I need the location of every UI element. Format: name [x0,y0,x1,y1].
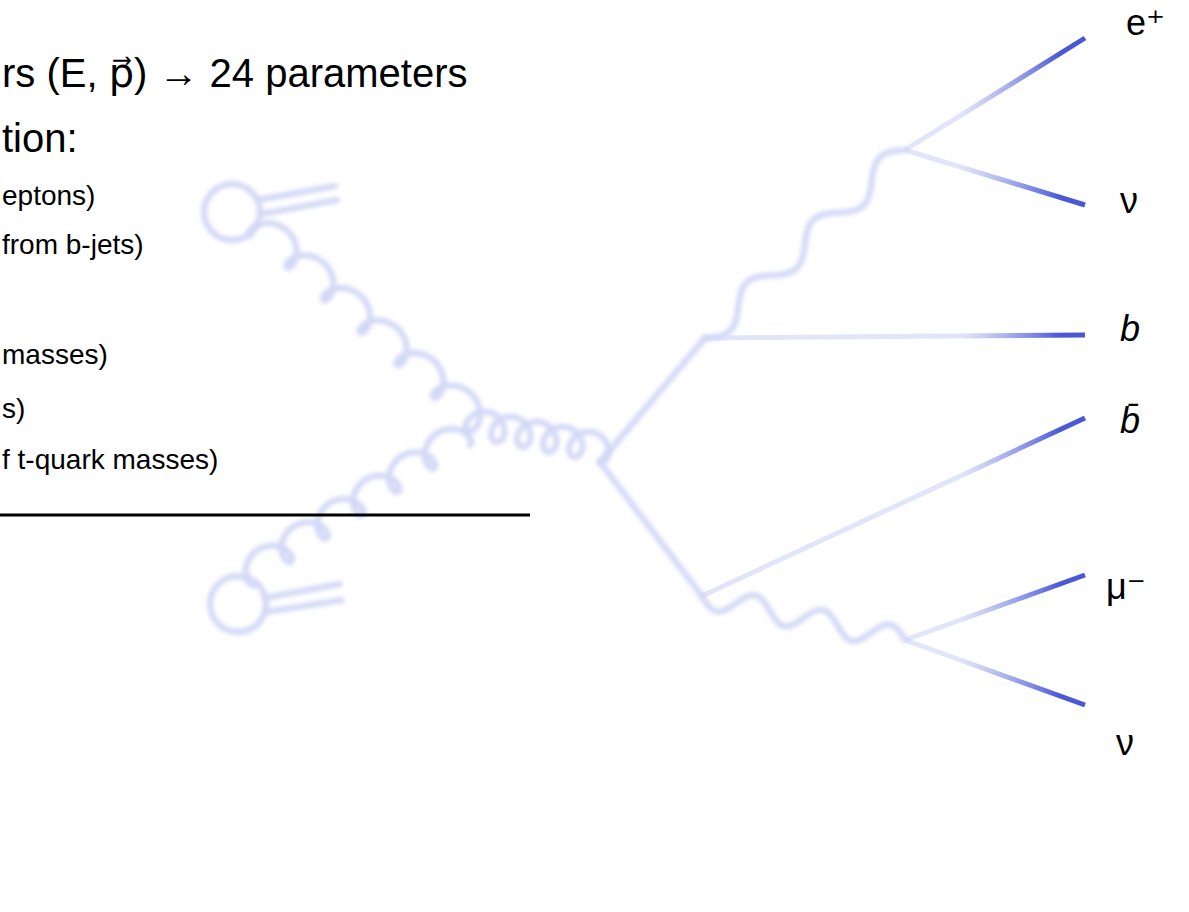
particle-label: ν [1116,722,1134,763]
neutrino-line [905,150,1085,205]
positron-line [905,38,1085,150]
w-boson-line [702,595,905,641]
underline-rule [0,514,530,517]
particle-label: b [1120,308,1140,349]
gluon-line [465,412,609,462]
top-quark-line [600,338,705,462]
anti-b-line [702,418,1085,596]
particle-label: ν [1120,180,1138,221]
list-item: from b-jets) [2,229,146,261]
gluon-line [246,429,472,585]
list-item: masses) [2,339,110,371]
proton-line [258,186,335,200]
particle-label: μ⁻ [1106,566,1146,607]
faded-lines [204,184,705,632]
proton-line [264,584,340,598]
boson-lines [246,150,905,641]
particle-lines [702,38,1085,705]
list-item: s) [2,393,27,425]
top-quark-line [600,462,702,596]
list-item: f t-quark masses) [2,444,220,476]
list-item: eptons) [2,180,97,212]
neutrino-line [905,640,1085,705]
particle-label: b̄ [1120,400,1140,441]
heading-text: tion: [2,115,80,161]
proton-line [262,200,337,214]
particle-label: e⁺ [1126,2,1165,43]
muon-line [905,575,1085,640]
w-boson-line [705,150,905,338]
proton-line [266,600,342,612]
heading-text: rs (E, p⃗) → 24 parameters [2,50,470,96]
b-quark-line [705,335,1085,338]
gluon-line [249,223,480,430]
